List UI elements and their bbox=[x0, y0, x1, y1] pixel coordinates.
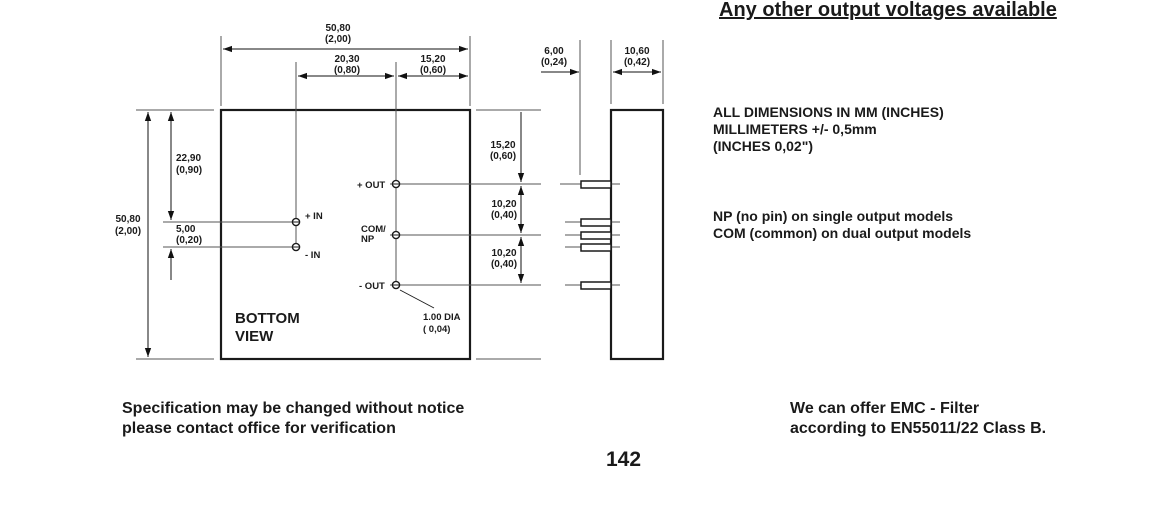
dim-total-length-inch: (2,00) bbox=[115, 226, 141, 237]
dim-in-spacing-inch: (0,20) bbox=[176, 235, 202, 246]
pin-note-line: NP (no pin) on single output models bbox=[713, 208, 954, 224]
dimension-note-line: MILLIMETERS +/- 0,5mm bbox=[713, 121, 877, 137]
pin-diameter-leader bbox=[399, 289, 435, 309]
dim-top-to-in-mm: 22,90 bbox=[176, 153, 201, 164]
emc-filter-notice: We can offer EMC - Filter according to E… bbox=[790, 399, 1046, 439]
dim-out-spacing-1-inch: (0,40) bbox=[491, 210, 517, 221]
view-label-line2: VIEW bbox=[235, 328, 274, 345]
page-number: 142 bbox=[606, 448, 642, 471]
notice-line: Specification may be changed without not… bbox=[122, 400, 465, 417]
pin-note-line: COM (common) on dual output models bbox=[713, 225, 972, 241]
notice-line: please contact office for verification bbox=[122, 420, 396, 437]
dim-height-mm: 10,60 bbox=[624, 46, 649, 57]
dim-out-to-edge-inch: (0,60) bbox=[420, 65, 446, 76]
headline: Any other output voltages available bbox=[719, 0, 1057, 21]
dim-in-to-out-mm: 20,30 bbox=[334, 54, 359, 65]
label-np: NP bbox=[361, 234, 375, 245]
dim-out-spacing-1-mm: 10,20 bbox=[491, 199, 516, 210]
dim-total-width-inch: (2,00) bbox=[325, 34, 351, 45]
dim-top-to-out-mm: 15,20 bbox=[490, 140, 515, 151]
dim-out-spacing-2-mm: 10,20 bbox=[491, 248, 516, 259]
side-pin-plus-out bbox=[580, 180, 612, 189]
view-label-line1: BOTTOM bbox=[235, 310, 300, 327]
dimension-note-line: ALL DIMENSIONS IN MM (INCHES) bbox=[713, 104, 944, 120]
dimension-note-line: (INCHES 0,02") bbox=[713, 138, 813, 154]
side-pin-plus-in bbox=[580, 218, 612, 227]
pin-diameter-inch: ( 0,04) bbox=[423, 324, 450, 335]
dim-in-spacing-mm: 5,00 bbox=[176, 224, 196, 235]
dim-total-length-mm: 50,80 bbox=[115, 214, 140, 225]
side-pin-minus-out bbox=[580, 281, 612, 290]
label-minus-out: - OUT bbox=[359, 281, 385, 292]
specification-notice: Specification may be changed without not… bbox=[122, 399, 464, 439]
pin-notes: NP (no pin) on single output models COM … bbox=[713, 208, 971, 242]
label-plus-out: + OUT bbox=[357, 180, 385, 191]
dim-height-inch: (0,42) bbox=[624, 57, 650, 68]
dim-pin-length-inch: (0,24) bbox=[541, 57, 567, 68]
pin-diameter-mm: 1.00 DIA bbox=[423, 312, 461, 323]
side-pin-com bbox=[580, 231, 612, 240]
extension-lines bbox=[136, 36, 541, 360]
label-plus-in: + IN bbox=[305, 211, 323, 222]
dim-in-to-out-inch: (0,80) bbox=[334, 65, 360, 76]
side-pin-minus-in bbox=[580, 243, 612, 252]
dim-out-to-edge-mm: 15,20 bbox=[420, 54, 445, 65]
label-com: COM/ bbox=[361, 224, 386, 235]
label-minus-in: - IN bbox=[305, 250, 320, 261]
emc-line: We can offer EMC - Filter bbox=[790, 400, 980, 417]
dimension-notes: ALL DIMENSIONS IN MM (INCHES) MILLIMETER… bbox=[713, 104, 944, 155]
dim-top-to-in-inch: (0,90) bbox=[176, 165, 202, 176]
dim-pin-length-mm: 6,00 bbox=[544, 46, 564, 57]
dim-top-to-out-inch: (0,60) bbox=[490, 151, 516, 162]
dim-total-width-mm: 50,80 bbox=[325, 23, 350, 34]
emc-line: according to EN55011/22 Class B. bbox=[790, 420, 1047, 437]
dim-out-spacing-2-inch: (0,40) bbox=[491, 259, 517, 270]
